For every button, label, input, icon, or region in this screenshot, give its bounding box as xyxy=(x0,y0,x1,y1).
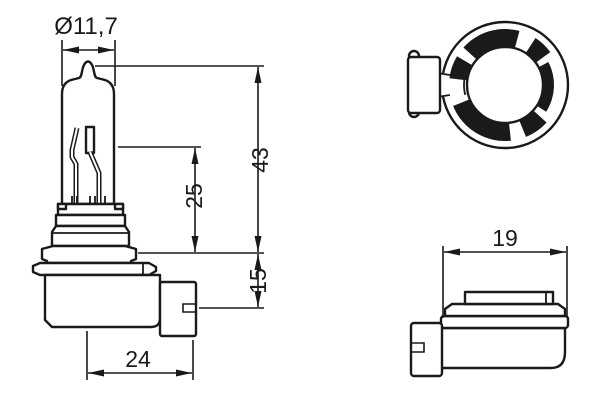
dimension-light-center: 25 xyxy=(181,148,207,252)
connector-housing xyxy=(158,280,198,338)
diameter-label: Ø11,7 xyxy=(54,13,118,40)
profile-plate xyxy=(439,314,570,330)
filament-assembly xyxy=(69,125,102,203)
base-ear-right xyxy=(113,202,125,211)
light-center-label: 25 xyxy=(181,183,207,209)
key-segment-bottom-left xyxy=(453,99,511,142)
total-length-label: 43 xyxy=(247,147,273,173)
dimension-base-length: 15 xyxy=(245,254,271,307)
pinch-seal xyxy=(71,196,106,204)
axial-depth-label: 24 xyxy=(125,346,151,372)
profile-connector-tab xyxy=(411,342,425,353)
front-view xyxy=(406,20,570,150)
dimension-flange-width: 19 xyxy=(442,225,568,318)
inner-ring xyxy=(465,45,545,125)
base-stack xyxy=(31,202,198,338)
key-segment-upper-left xyxy=(449,56,473,81)
profile-ring-top xyxy=(463,290,555,306)
base-side-view: 19 xyxy=(409,225,570,378)
dimension-diameter: Ø11,7 xyxy=(54,13,118,86)
base-ring-1 xyxy=(56,202,125,217)
base-body xyxy=(43,273,162,329)
profile-flange xyxy=(443,302,567,318)
connector-tab xyxy=(182,303,196,313)
base-length-label: 15 xyxy=(245,268,271,294)
flange xyxy=(40,244,138,265)
side-view: Ø11,7 43 25 xyxy=(31,13,273,380)
bayonet-key-segments xyxy=(449,28,555,142)
keyway-hook xyxy=(456,74,467,96)
profile-body xyxy=(439,326,567,370)
connector-front xyxy=(406,55,442,115)
right-electrode-core xyxy=(89,151,100,203)
profile-connector xyxy=(409,321,444,378)
dimension-axial-depth: 24 xyxy=(86,331,194,380)
key-segment-top xyxy=(463,28,520,60)
right-electrode-plate xyxy=(84,125,96,155)
base-ear-left xyxy=(56,202,68,211)
dimension-total-length: 43 xyxy=(247,67,273,252)
base-ring-2 xyxy=(54,213,127,228)
flange-plate xyxy=(31,261,158,277)
base-taper xyxy=(50,224,131,248)
left-electrode-core xyxy=(71,127,78,203)
flange-width-label: 19 xyxy=(492,225,518,251)
